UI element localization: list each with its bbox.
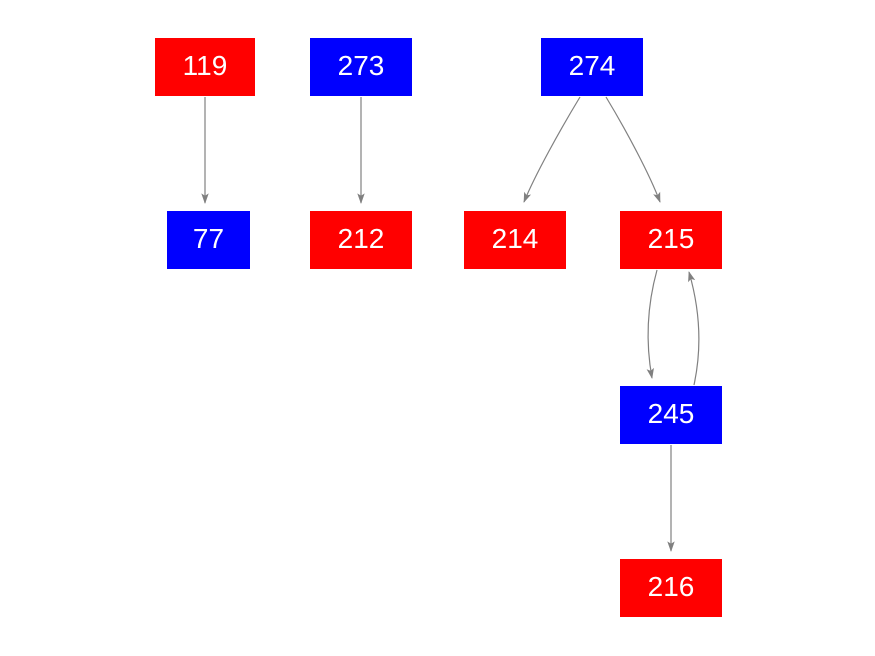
graph-node-label: 274 [568, 50, 616, 81]
graph-node-label: 119 [182, 50, 228, 81]
graph-node-119[interactable]: 119 [155, 38, 255, 96]
edges-group [201, 96, 700, 552]
graph-node-215[interactable]: 215 [620, 211, 722, 269]
graph-node-212[interactable]: 212 [310, 211, 412, 269]
edge-274-to-215 [605, 96, 661, 203]
edge-245-to-215 [688, 271, 700, 386]
graph-node-label: 215 [647, 223, 695, 254]
graph-node-214[interactable]: 214 [464, 211, 566, 269]
graph-node-label: 77 [192, 223, 225, 254]
graph-node-label: 216 [647, 571, 695, 602]
edge-274-to-214 [523, 96, 581, 203]
graph-node-273[interactable]: 273 [310, 38, 412, 96]
graph-node-77[interactable]: 77 [167, 211, 250, 269]
graph-node-274[interactable]: 274 [541, 38, 643, 96]
graph-node-label: 212 [337, 223, 385, 254]
graph-node-label: 273 [337, 50, 385, 81]
graph-node-label: 245 [647, 398, 695, 429]
graph-node-216[interactable]: 216 [620, 559, 722, 617]
graph-node-245[interactable]: 245 [620, 386, 722, 444]
edge-215-to-245 [646, 269, 658, 379]
graph-node-label: 214 [491, 223, 539, 254]
